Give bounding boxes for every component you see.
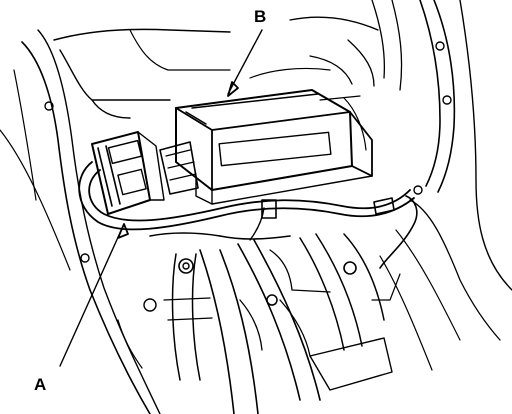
leader-line-b [227,29,263,95]
arrowhead-b [227,81,239,97]
control-unit-box [175,89,373,205]
lower-mechanism [149,232,393,414]
connector-a [91,131,199,215]
wiring-harness [78,161,418,269]
callout-label-b: B [254,7,267,26]
leader-line-a [59,223,125,367]
arrowhead-a [117,223,129,239]
callout-label-a: A [34,375,47,394]
right-frame-rail [371,0,512,371]
leader-lines [59,29,263,367]
left-frame-outline [0,29,161,414]
